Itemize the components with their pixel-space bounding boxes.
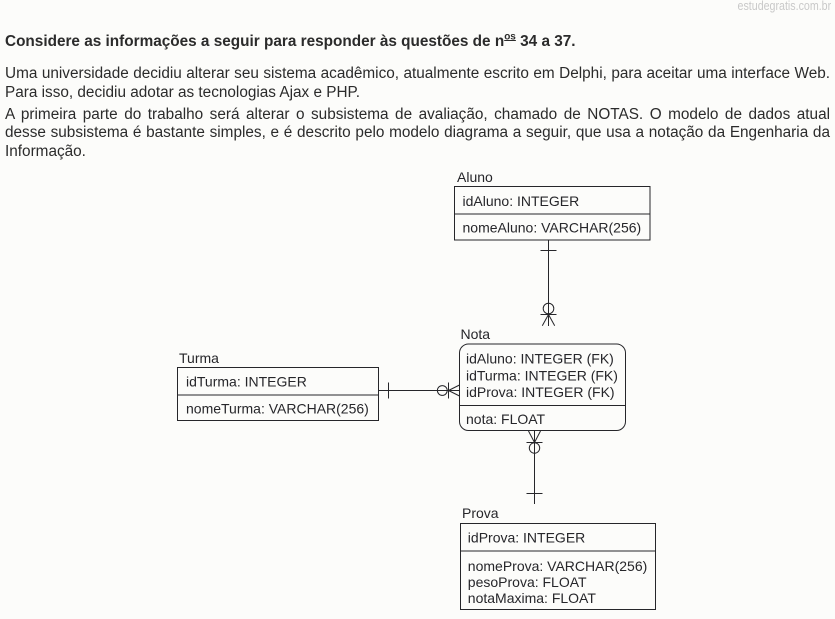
svg-text:idAluno: INTEGER (FK): idAluno: INTEGER (FK): [466, 351, 614, 367]
svg-text:notaMaxima: FLOAT: notaMaxima: FLOAT: [468, 590, 597, 606]
svg-text:pesoProva: FLOAT: pesoProva: FLOAT: [468, 574, 587, 590]
svg-text:Prova: Prova: [462, 505, 499, 521]
svg-text:idTurma: INTEGER: idTurma: INTEGER: [186, 374, 307, 390]
svg-text:nomeTurma: VARCHAR(256): nomeTurma: VARCHAR(256): [186, 400, 369, 416]
svg-text:Nota: Nota: [461, 326, 491, 342]
svg-text:idTurma: INTEGER (FK): idTurma: INTEGER (FK): [466, 368, 618, 384]
svg-text:Turma: Turma: [179, 350, 219, 366]
svg-text:nomeAluno: VARCHAR(256): nomeAluno: VARCHAR(256): [463, 220, 642, 236]
svg-text:idAluno: INTEGER: idAluno: INTEGER: [463, 193, 580, 209]
svg-text:nota: FLOAT: nota: FLOAT: [466, 411, 546, 427]
svg-text:Aluno: Aluno: [457, 169, 493, 185]
svg-text:idProva: INTEGER (FK): idProva: INTEGER (FK): [466, 384, 615, 400]
svg-text:nomeProva: VARCHAR(256): nomeProva: VARCHAR(256): [468, 558, 647, 574]
svg-text:idProva: INTEGER: idProva: INTEGER: [468, 529, 585, 545]
